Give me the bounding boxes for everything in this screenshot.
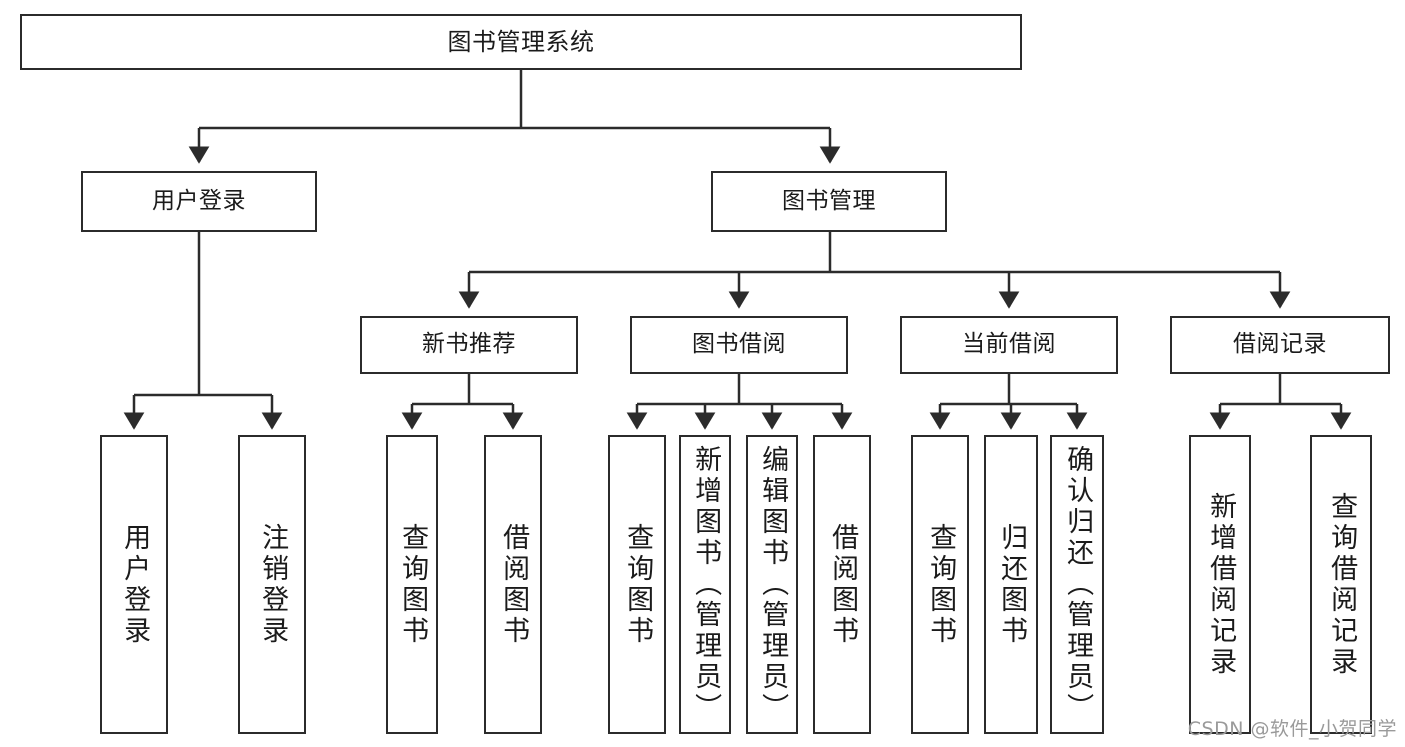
leaf-borrow-book-recommend[interactable]: 借阅图书 [484, 435, 542, 734]
node-borrow-record[interactable]: 借阅记录 [1170, 316, 1390, 374]
leaf-query-borrow-record-label: 查询借阅记录 [1326, 491, 1358, 678]
leaf-borrow-book-recommend-label: 借阅图书 [498, 522, 530, 647]
leaf-user-login-label: 用户登录 [119, 522, 151, 647]
leaf-query-book-current[interactable]: 查询图书 [911, 435, 969, 734]
leaf-borrow-book[interactable]: 借阅图书 [813, 435, 871, 734]
node-book-management-label: 图书管理 [782, 187, 876, 214]
leaf-add-book-admin[interactable]: 新增图书（管理员） [679, 435, 731, 734]
leaf-confirm-return-admin-label: 确认归还（管理员） [1062, 445, 1094, 724]
leaf-edit-book-admin-label: 编辑图书（管理员） [757, 445, 789, 724]
node-current-borrow-label: 当前借阅 [962, 331, 1056, 358]
node-root[interactable]: 图书管理系统 [20, 14, 1022, 70]
leaf-edit-book-admin[interactable]: 编辑图书（管理员） [746, 435, 798, 734]
node-new-book-recommend[interactable]: 新书推荐 [360, 316, 578, 374]
node-book-borrow[interactable]: 图书借阅 [630, 316, 848, 374]
leaf-add-borrow-record[interactable]: 新增借阅记录 [1189, 435, 1251, 734]
node-current-borrow[interactable]: 当前借阅 [900, 316, 1118, 374]
leaf-borrow-book-label: 借阅图书 [827, 522, 859, 647]
leaf-query-book-recommend-label: 查询图书 [397, 522, 429, 647]
leaf-logout[interactable]: 注销登录 [238, 435, 306, 734]
leaf-add-book-admin-label: 新增图书（管理员） [690, 445, 722, 724]
leaf-logout-label: 注销登录 [257, 522, 289, 647]
leaf-user-login[interactable]: 用户登录 [100, 435, 168, 734]
node-borrow-record-label: 借阅记录 [1233, 331, 1327, 358]
leaf-query-book-current-label: 查询图书 [925, 522, 957, 647]
node-book-management[interactable]: 图书管理 [711, 171, 947, 232]
node-root-label: 图书管理系统 [447, 27, 595, 56]
node-user-login[interactable]: 用户登录 [81, 171, 317, 232]
leaf-return-book[interactable]: 归还图书 [984, 435, 1038, 734]
leaf-confirm-return-admin[interactable]: 确认归还（管理员） [1050, 435, 1104, 734]
node-book-borrow-label: 图书借阅 [692, 331, 786, 358]
node-new-book-recommend-label: 新书推荐 [422, 331, 516, 358]
leaf-query-book-recommend[interactable]: 查询图书 [386, 435, 438, 734]
leaf-return-book-label: 归还图书 [996, 522, 1028, 647]
leaf-query-borrow-record[interactable]: 查询借阅记录 [1310, 435, 1372, 734]
leaf-query-book-borrow-label: 查询图书 [622, 522, 654, 647]
leaf-query-book-borrow[interactable]: 查询图书 [608, 435, 666, 734]
csdn-watermark: CSDN @软件_小贺同学 [1187, 718, 1397, 740]
node-user-login-label: 用户登录 [152, 187, 246, 214]
leaf-add-borrow-record-label: 新增借阅记录 [1205, 491, 1237, 678]
